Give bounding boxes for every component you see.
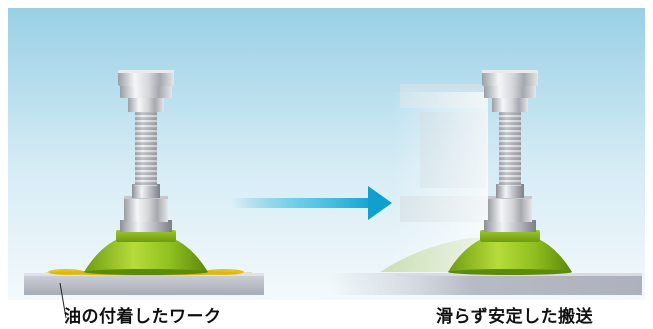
suction-cup-icon <box>84 238 208 272</box>
caption-leader-line <box>59 282 67 319</box>
right-assembly <box>330 70 642 295</box>
caption-stable-transfer: 滑らず安定した搬送 <box>436 307 594 327</box>
stable-workpiece-plate <box>330 273 642 295</box>
caption-oily-workpiece: 油の付着したワーク <box>64 307 222 327</box>
oily-workpiece-plate <box>24 273 264 295</box>
left-assembly <box>24 70 264 295</box>
right-arrow-icon <box>232 186 392 220</box>
